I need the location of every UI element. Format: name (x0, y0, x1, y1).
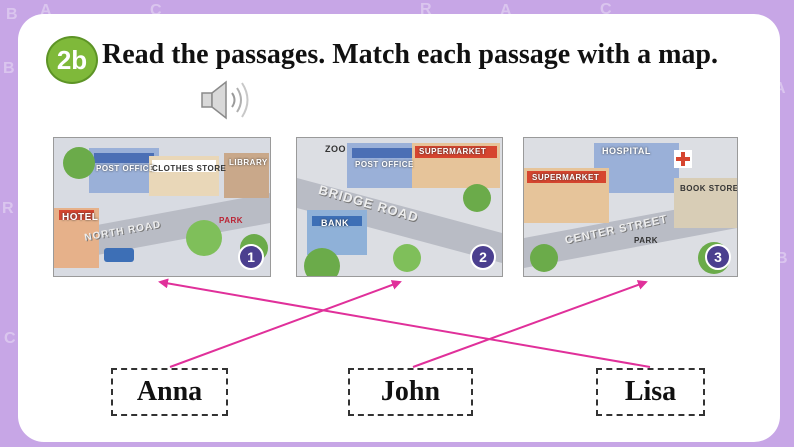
exercise-badge: 2b (46, 36, 98, 84)
map-3-supermarket-label: SUPERMARKET (532, 173, 600, 182)
match-line-john (412, 280, 648, 368)
map-2-zoo-label: ZOO (325, 144, 346, 154)
name-box-anna[interactable]: Anna (111, 368, 228, 416)
name-box-lisa[interactable]: Lisa (596, 368, 705, 416)
map-3-park-label: PARK (634, 236, 659, 245)
map-3[interactable]: HOSPITAL SUPERMARKET BOOK STORE CENTER S… (523, 137, 738, 277)
map-1-number: 1 (238, 244, 264, 270)
instruction-text: Read the passages. Match each passage wi… (102, 39, 718, 70)
map-3-book-store-label: BOOK STORE (680, 184, 738, 193)
map-1-post-office-label: POST OFFICE (96, 164, 155, 173)
map-3-number: 3 (705, 244, 731, 270)
map-2-bank-label: BANK (321, 218, 349, 228)
map-3-hospital-label: HOSPITAL (602, 146, 651, 156)
name-box-john[interactable]: John (348, 368, 473, 416)
map-1-clothes-store-label: CLOTHES STORE (152, 164, 227, 173)
match-line-lisa (158, 278, 651, 368)
map-1-hotel-label: HOTEL (62, 212, 99, 223)
map-2[interactable]: ZOO POST OFFICE SUPERMARKET BRIDGE ROAD … (296, 137, 503, 277)
map-2-illustration (297, 138, 502, 276)
speaker-icon[interactable] (200, 78, 256, 122)
map-2-post-office-label: POST OFFICE (355, 160, 414, 169)
map-2-supermarket-label: SUPERMARKET (419, 147, 487, 156)
map-1-park-label: PARK (219, 216, 244, 225)
map-1-library-label: LIBRARY (229, 158, 268, 167)
match-line-anna (169, 280, 402, 368)
map-2-number: 2 (470, 244, 496, 270)
map-1[interactable]: POST OFFICE CLOTHES STORE LIBRARY HOTEL … (53, 137, 271, 277)
map-1-illustration (54, 138, 270, 276)
